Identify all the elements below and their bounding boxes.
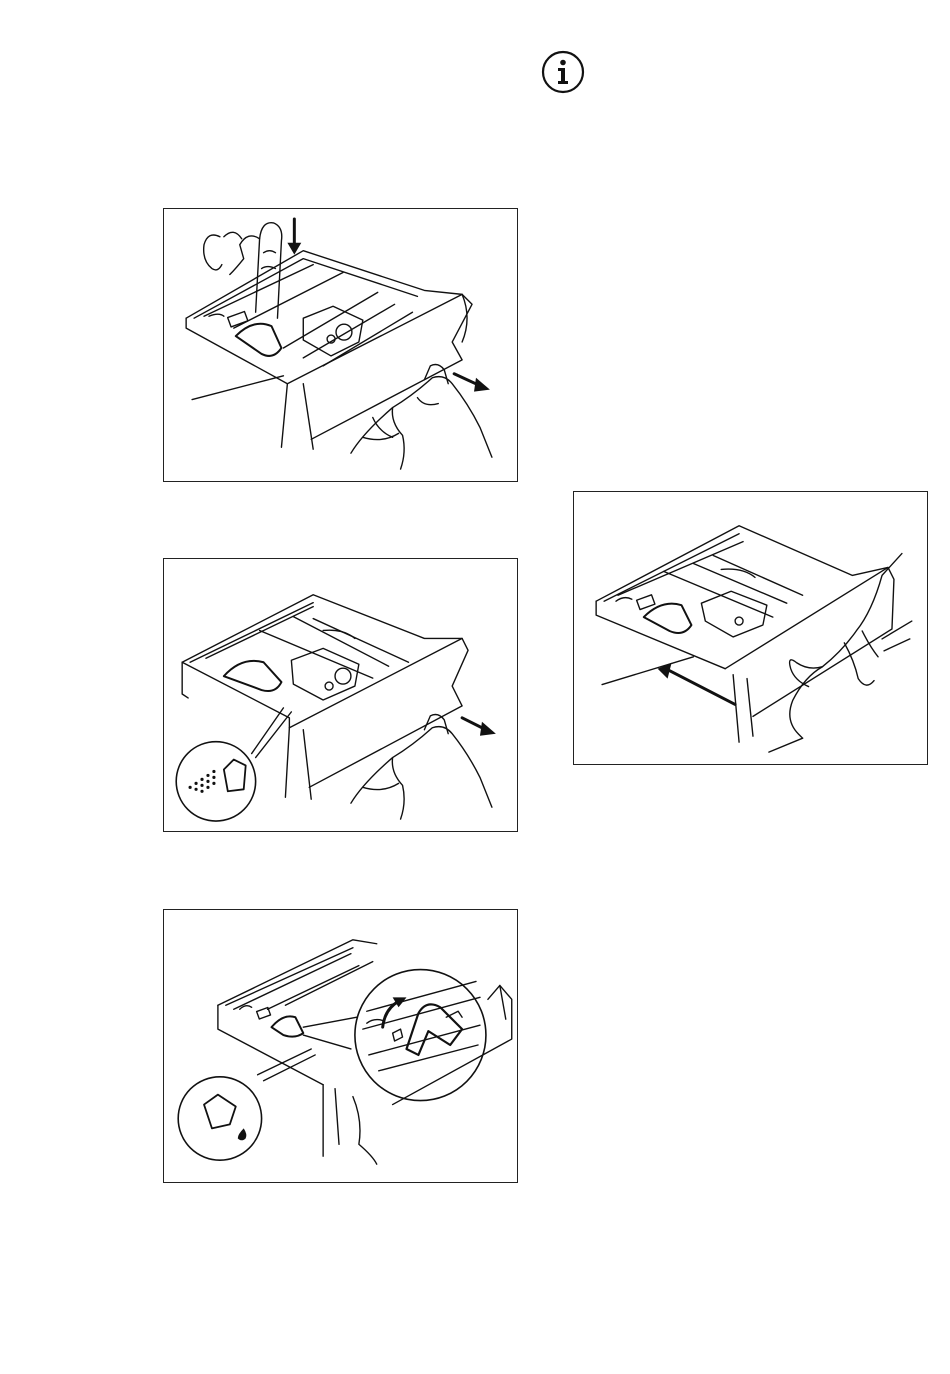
pull-out-arrow-icon [462, 718, 496, 736]
figure-push-drawer-in [573, 491, 928, 765]
figure-liquid-detergent [163, 909, 518, 1183]
dispenser-drawer-illustration [182, 595, 492, 819]
pull-out-arrow-icon [454, 374, 490, 392]
dispenser-drawer-illustration [596, 526, 912, 752]
push-down-arrow-icon [287, 219, 301, 255]
figure-powder-detergent [163, 558, 518, 832]
powder-detergent-icon [176, 742, 255, 821]
figure-press-lever-pull-drawer [163, 208, 518, 482]
dispenser-drawer-illustration [186, 251, 492, 469]
push-in-arrow-icon [658, 663, 735, 705]
liquid-detergent-icon [178, 1077, 261, 1160]
magnified-flap-detail [355, 970, 486, 1101]
info-circle-icon [541, 50, 585, 94]
